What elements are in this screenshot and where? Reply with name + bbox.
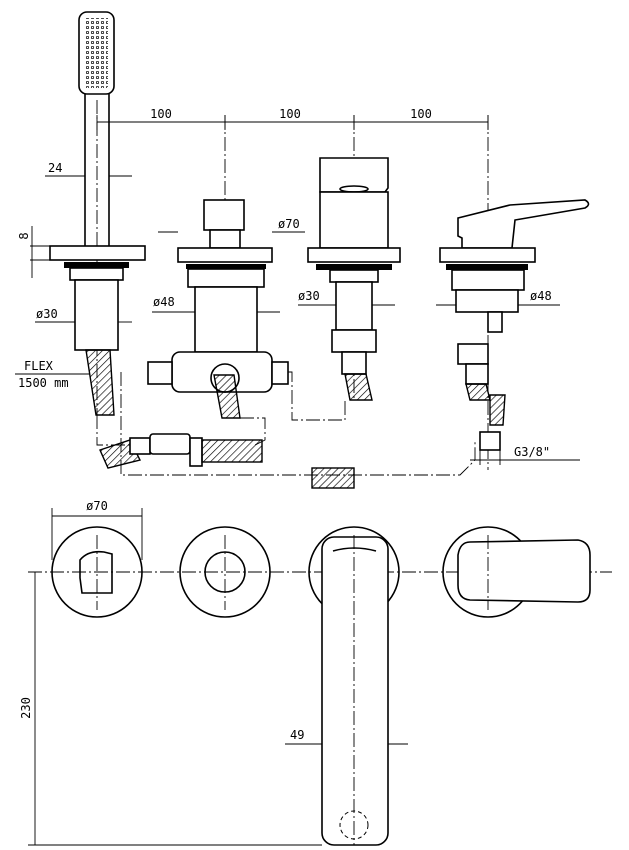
mixer-body — [455, 289, 519, 313]
spout-body — [319, 191, 389, 249]
plan-handshower-flange — [51, 526, 143, 618]
hose-label-length: 1500 mm — [18, 376, 69, 390]
spout-top — [319, 157, 389, 193]
plan-flange-label: ø70 — [86, 499, 108, 513]
plan-diverter-flange — [179, 526, 271, 618]
shower-shank-label: ø30 — [36, 307, 58, 321]
spout-shank — [335, 281, 373, 331]
dimensions-plan: ø70 230 49 — [19, 499, 408, 846]
spout-shank-label: ø30 — [298, 289, 320, 303]
dimensions-elevation: 100 100 100 24 8 ø30 ø70 ø48 — [15, 107, 580, 465]
hidden-hose-2 — [120, 372, 476, 476]
handshower-gasket — [64, 262, 129, 268]
plan-view: ø70 230 49 — [19, 499, 612, 846]
plan-mixer-lever — [457, 539, 591, 603]
diverter — [147, 199, 289, 419]
handshower — [49, 11, 146, 416]
diverter-body — [194, 286, 258, 353]
hose-label-flex: FLEX — [24, 359, 54, 373]
spacing-1-label: 100 — [150, 107, 172, 121]
spout-width-label: 49 — [290, 728, 304, 742]
handshower-flange — [49, 245, 146, 261]
connection-label: G3/8" — [514, 445, 550, 459]
diverter-flange — [177, 247, 273, 263]
handshower-head — [78, 11, 115, 95]
mixer-flange — [439, 247, 536, 263]
diverter-body-label: ø48 — [153, 295, 175, 309]
hidden-hose-1 — [96, 415, 150, 446]
spout — [307, 157, 401, 401]
handshower-hose — [85, 349, 115, 416]
mixer-connector — [479, 431, 501, 451]
hidden-hose-3 — [288, 371, 346, 421]
handshower-width-label: 24 — [48, 161, 62, 175]
handshower-shank — [74, 279, 119, 351]
flange-height-label: 8 — [17, 232, 31, 239]
mixer-body-label: ø48 — [530, 289, 552, 303]
mixer — [439, 199, 590, 451]
handshower-nozzles — [85, 18, 108, 88]
plan-spout-arm — [321, 536, 389, 846]
plan-handshower-holder — [79, 550, 113, 594]
spout-reach-label: 230 — [19, 697, 33, 719]
elevation-view: 100 100 100 24 8 ø30 ø70 ø48 — [15, 11, 590, 489]
mixer-lever — [457, 199, 590, 249]
spacing-3-label: 100 — [410, 107, 432, 121]
spacing-2-label: 100 — [279, 107, 301, 121]
hose-coil — [311, 467, 355, 489]
diverter-flange-label: ø70 — [278, 217, 300, 231]
diverter-knob — [203, 199, 245, 231]
spout-flange — [307, 247, 401, 263]
